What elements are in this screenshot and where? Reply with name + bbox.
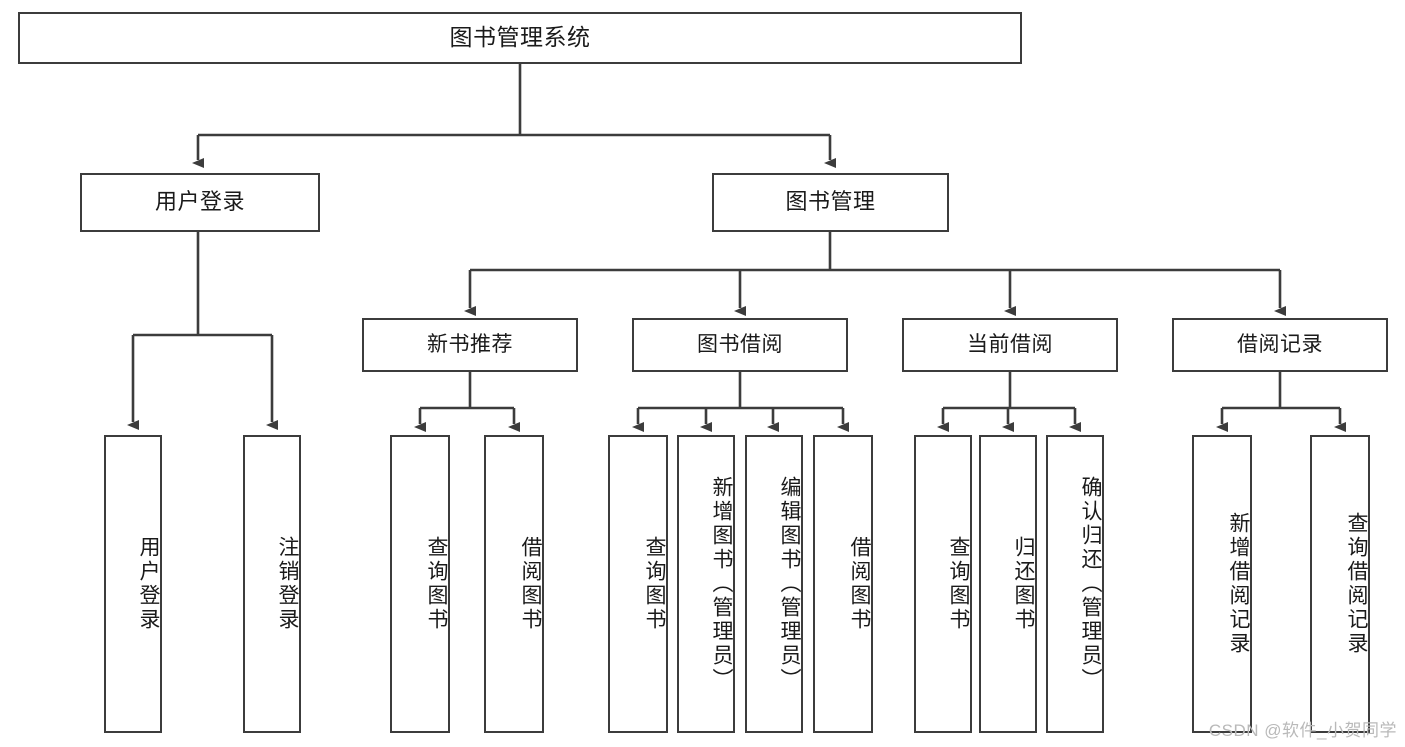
node-root-book-management-system[interactable]: 图书管理系统 (18, 12, 1022, 64)
node-label: 新增图书（管理员） (710, 476, 733, 692)
leaf-user-login-logout[interactable]: 注销登录 (243, 435, 301, 733)
node-label: 用户登录 (154, 189, 245, 215)
leaf-borrow-record-add-record[interactable]: 新增借阅记录 (1192, 435, 1252, 733)
node-label: 确认归还（管理员） (1079, 476, 1102, 692)
node-label: 新书推荐 (427, 333, 513, 357)
node-borrow-record[interactable]: 借阅记录 (1172, 318, 1388, 372)
leaf-user-login-login[interactable]: 用户登录 (104, 435, 162, 733)
node-label: 编辑图书（管理员） (778, 476, 801, 692)
leaf-borrow-record-query-record[interactable]: 查询借阅记录 (1310, 435, 1370, 733)
node-label: 用户登录 (137, 536, 160, 632)
watermark-text: CSDN @软件_小贺同学 (1208, 721, 1397, 740)
node-label: 图书管理系统 (449, 24, 591, 51)
node-label: 新增借阅记录 (1227, 512, 1250, 656)
leaf-current-borrow-return-book[interactable]: 归还图书 (979, 435, 1037, 733)
leaf-current-borrow-confirm-return-admin[interactable]: 确认归还（管理员） (1046, 435, 1104, 733)
node-label: 借阅记录 (1237, 333, 1323, 357)
node-label: 归还图书 (1012, 536, 1035, 632)
leaf-book-borrow-query-book[interactable]: 查询图书 (608, 435, 668, 733)
node-label: 注销登录 (276, 536, 299, 632)
node-new-book-recommend[interactable]: 新书推荐 (362, 318, 578, 372)
node-label: 当前借阅 (967, 333, 1053, 357)
leaf-book-borrow-edit-book-admin[interactable]: 编辑图书（管理员） (745, 435, 803, 733)
node-label: 查询借阅记录 (1345, 512, 1368, 656)
node-label: 图书借阅 (697, 333, 783, 357)
node-label: 查询图书 (643, 536, 666, 632)
node-label: 查询图书 (947, 536, 970, 632)
node-label: 借阅图书 (519, 536, 542, 632)
node-label: 图书管理 (785, 189, 876, 215)
node-label: 查询图书 (425, 536, 448, 632)
leaf-book-borrow-borrow-book[interactable]: 借阅图书 (813, 435, 873, 733)
leaf-new-book-borrow-book[interactable]: 借阅图书 (484, 435, 544, 733)
node-book-management[interactable]: 图书管理 (712, 173, 949, 232)
node-current-borrow[interactable]: 当前借阅 (902, 318, 1118, 372)
node-book-borrow[interactable]: 图书借阅 (632, 318, 848, 372)
leaf-book-borrow-add-book-admin[interactable]: 新增图书（管理员） (677, 435, 735, 733)
node-label: 借阅图书 (848, 536, 871, 632)
node-user-login[interactable]: 用户登录 (80, 173, 320, 232)
leaf-new-book-query-book[interactable]: 查询图书 (390, 435, 450, 733)
leaf-current-borrow-query-book[interactable]: 查询图书 (914, 435, 972, 733)
